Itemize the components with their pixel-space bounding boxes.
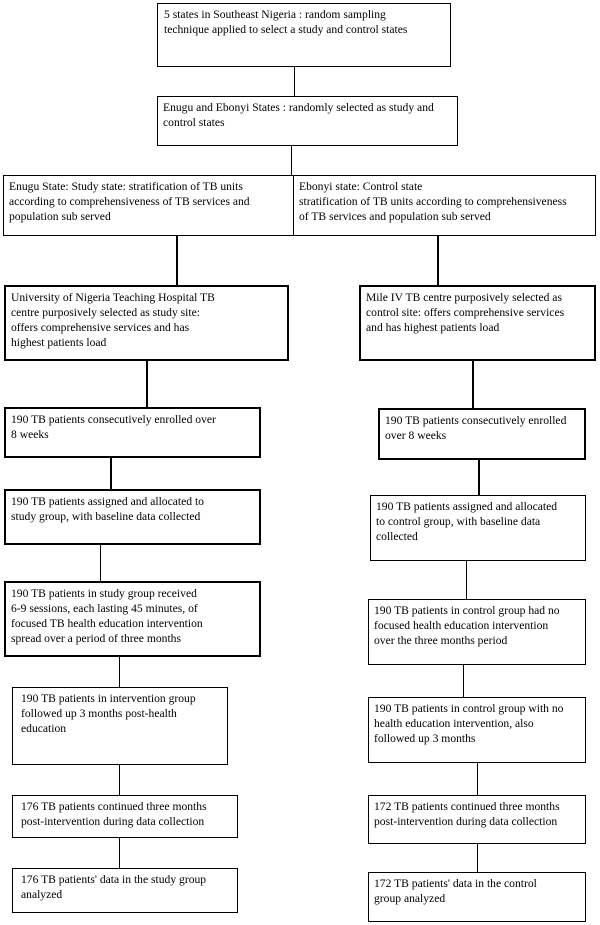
connector-line — [119, 657, 120, 687]
control-assigned-text: 190 TB patients assigned and allocated t… — [376, 500, 558, 543]
states-selected-box: Enugu and Ebonyi States : randomly selec… — [157, 96, 458, 146]
control-analyzed-box: 172 TB patients' data in the control gro… — [368, 872, 586, 922]
connector-line — [291, 146, 292, 175]
ebonyi-stratification-box: Ebonyi state: Control state stratificati… — [293, 175, 596, 236]
study-continued-box: 176 TB patients continued three months p… — [12, 795, 238, 838]
connector-line — [463, 665, 464, 697]
control-continued-box: 172 TB patients continued three months p… — [368, 795, 586, 844]
connector-line — [176, 236, 178, 285]
connector-line — [472, 361, 474, 408]
connector-line — [294, 67, 295, 96]
connector-line — [146, 361, 148, 407]
study-continued-text: 176 TB patients continued three months p… — [21, 800, 207, 828]
connector-line — [100, 545, 101, 581]
study-analyzed-box: 176 TB patients' data in the study group… — [12, 868, 238, 913]
control-followup-text: 190 TB patients in control group with no… — [374, 702, 564, 745]
study-enrolled-text: 190 TB patients consecutively enrolled o… — [11, 413, 216, 441]
control-enrolled-text: 190 TB patients consecutively enrolled o… — [385, 414, 567, 442]
enugu-stratification-box: Enugu State: Study state: stratification… — [3, 175, 294, 236]
study-enrolled-box: 190 TB patients consecutively enrolled o… — [4, 407, 261, 458]
connector-line — [119, 838, 120, 868]
connector-line — [477, 844, 478, 872]
study-followup-text: 190 TB patients in intervention group fo… — [21, 692, 196, 735]
study-intervention-text: 190 TB patients in study group received … — [11, 587, 203, 645]
study-intervention-box: 190 TB patients in study group received … — [4, 581, 261, 657]
study-site-box: University of Nigeria Teaching Hospital … — [4, 285, 289, 361]
states-selected-text: Enugu and Ebonyi States : randomly selec… — [163, 101, 434, 129]
control-followup-box: 190 TB patients in control group with no… — [368, 697, 586, 763]
control-enrolled-box: 190 TB patients consecutively enrolled o… — [378, 408, 586, 460]
sampling-box: 5 states in Southeast Nigeria : random s… — [157, 3, 451, 67]
control-continued-text: 172 TB patients continued three months p… — [374, 800, 560, 828]
control-no-intervention-text: 190 TB patients in control group had no … — [374, 604, 560, 647]
connector-line — [437, 236, 439, 285]
control-site-text: Mile IV TB centre purposively selected a… — [366, 291, 565, 334]
connector-line — [110, 458, 112, 489]
connector-line — [466, 561, 467, 599]
control-analyzed-text: 172 TB patients' data in the control gro… — [374, 877, 537, 905]
ebonyi-stratification-text: Ebonyi state: Control state stratificati… — [299, 180, 567, 223]
study-analyzed-text: 176 TB patients' data in the study group… — [21, 873, 207, 901]
study-assigned-box: 190 TB patients assigned and allocated t… — [4, 489, 261, 545]
study-assigned-text: 190 TB patients assigned and allocated t… — [11, 495, 204, 523]
control-no-intervention-box: 190 TB patients in control group had no … — [368, 599, 586, 665]
study-site-text: University of Nigeria Teaching Hospital … — [11, 291, 215, 349]
study-followup-box: 190 TB patients in intervention group fo… — [12, 687, 228, 765]
connector-line — [477, 763, 478, 795]
control-assigned-box: 190 TB patients assigned and allocated t… — [370, 495, 586, 561]
connector-line — [119, 765, 120, 795]
connector-line — [478, 460, 480, 495]
enugu-stratification-text: Enugu State: Study state: stratification… — [9, 180, 250, 223]
sampling-text: 5 states in Southeast Nigeria : random s… — [164, 8, 408, 36]
control-site-box: Mile IV TB centre purposively selected a… — [359, 285, 596, 361]
